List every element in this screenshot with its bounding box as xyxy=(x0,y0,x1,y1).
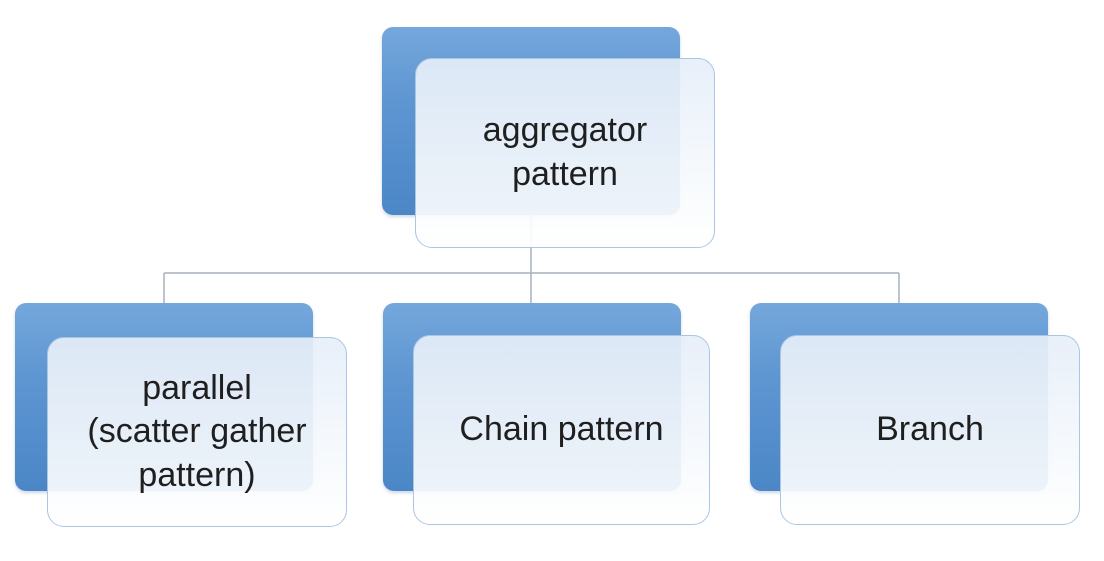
node-branch: Branch xyxy=(750,303,1082,525)
node-front-panel: parallel (scatter gather pattern) xyxy=(47,337,347,527)
node-front-panel: aggregator pattern xyxy=(415,58,715,248)
hierarchy-connector-path xyxy=(163,215,900,303)
node-parallel-scatter-gather: parallel (scatter gather pattern) xyxy=(15,303,347,527)
node-aggregator-pattern: aggregator pattern xyxy=(382,27,715,249)
node-front-panel: Branch xyxy=(780,335,1080,525)
node-front-panel: Chain pattern xyxy=(413,335,710,525)
node-chain-pattern: Chain pattern xyxy=(383,303,715,525)
node-label: aggregator pattern xyxy=(482,111,648,193)
node-label: parallel (scatter gather pattern) xyxy=(87,368,307,494)
node-label: Branch xyxy=(876,410,984,449)
node-label: Chain pattern xyxy=(459,410,664,449)
